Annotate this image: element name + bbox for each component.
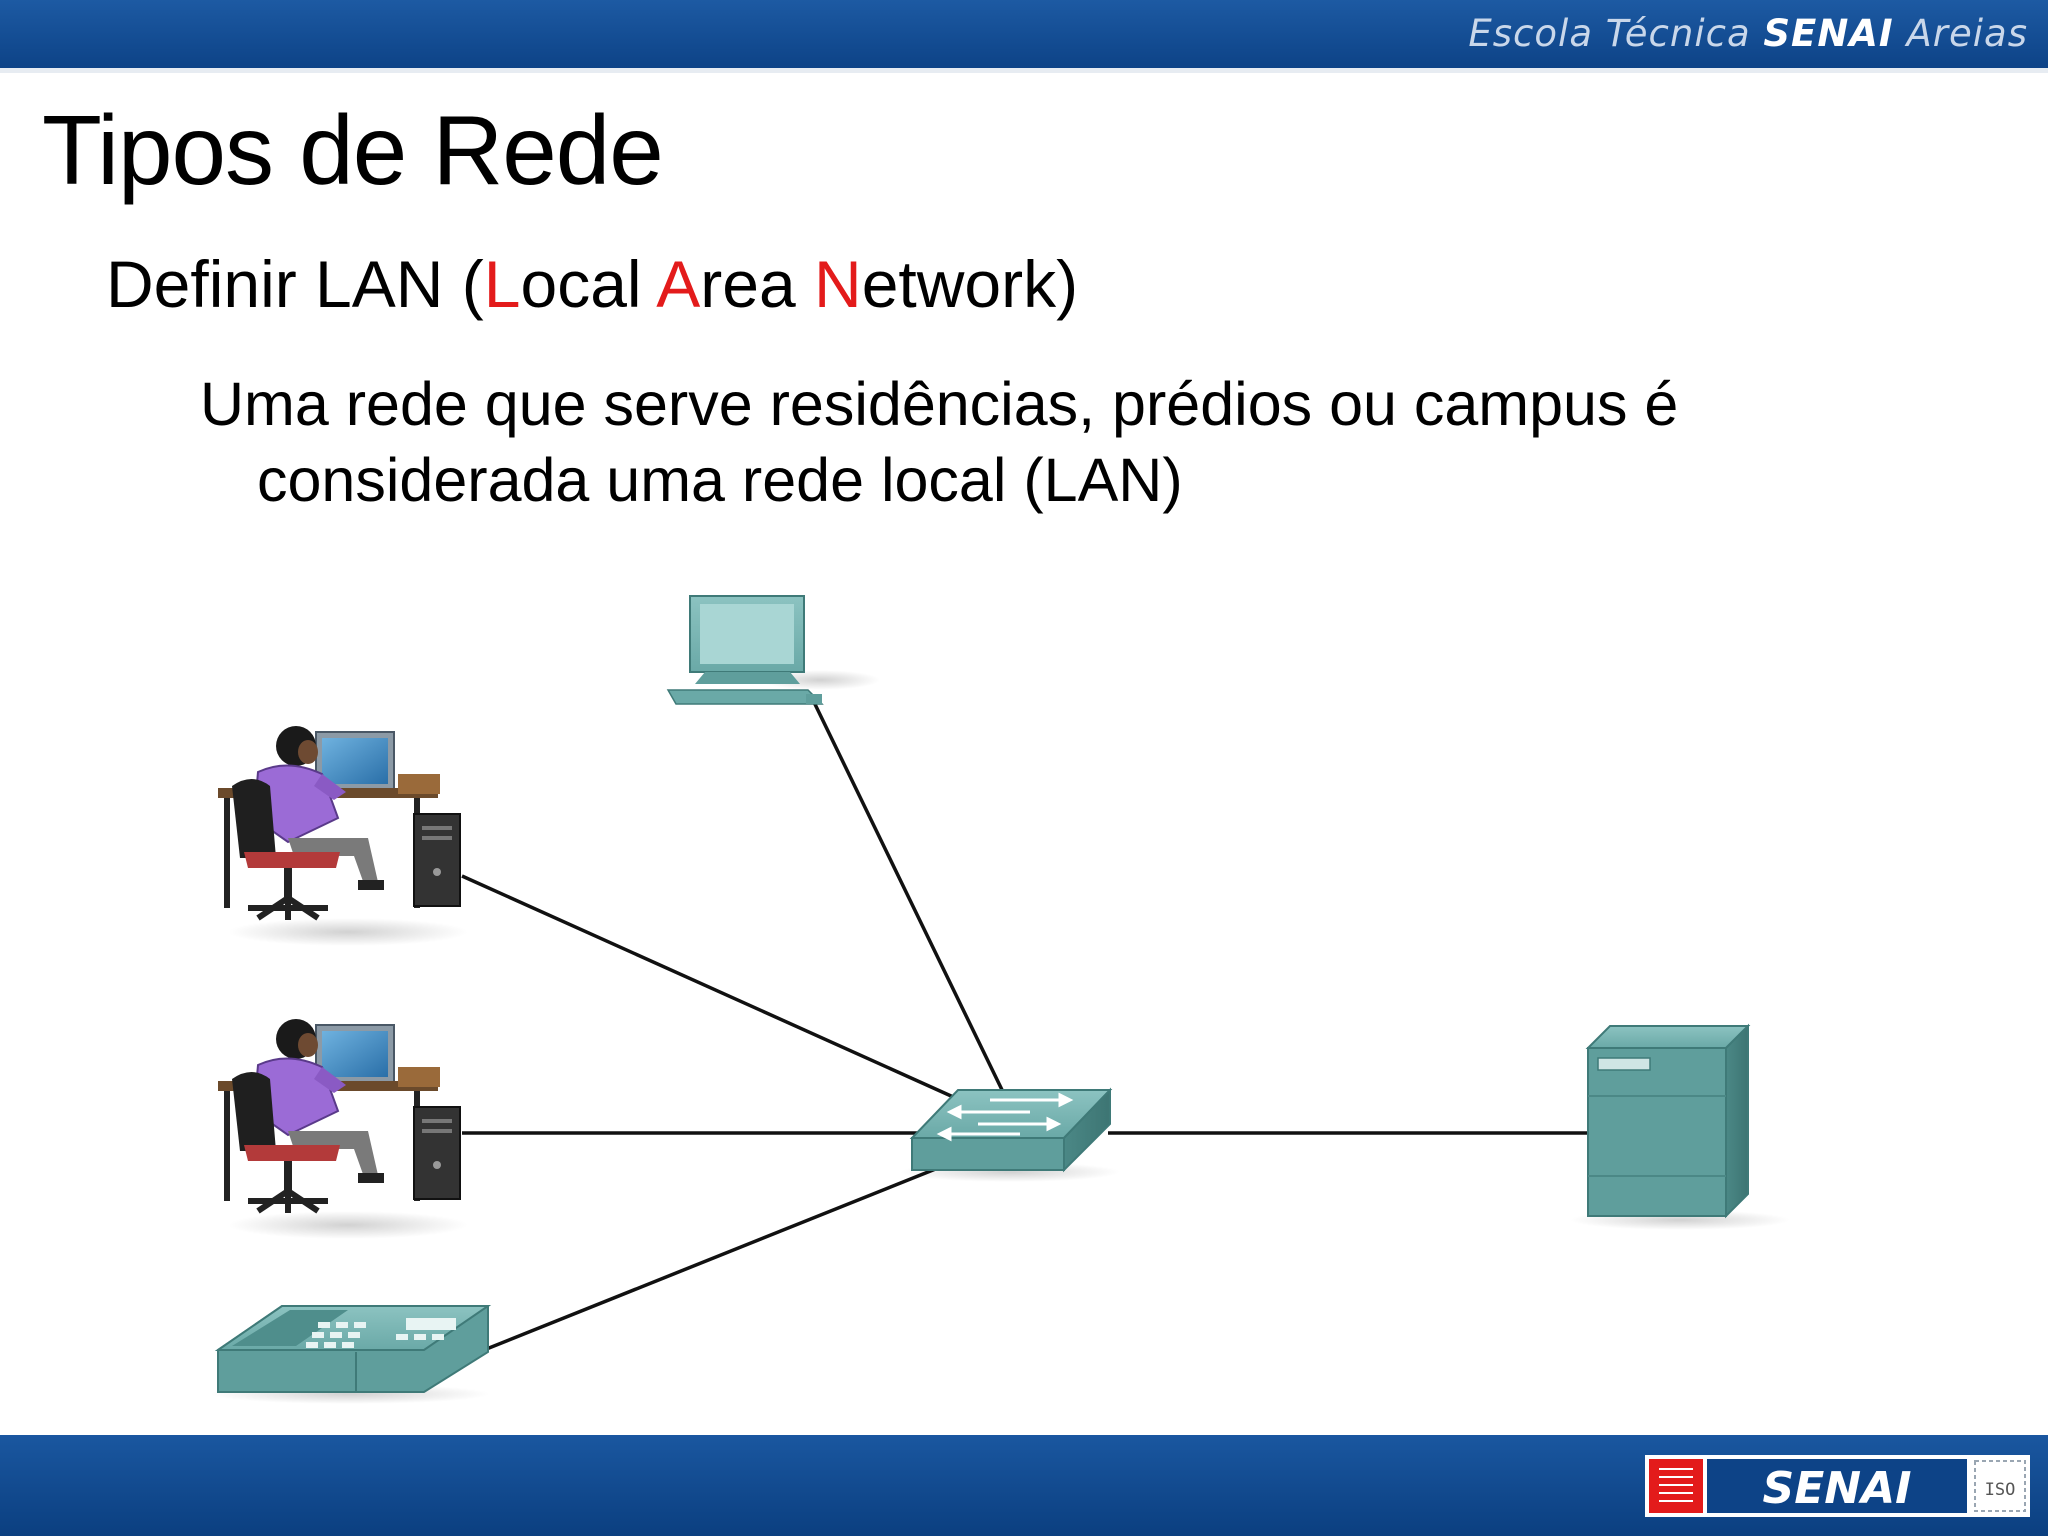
user-workstation-icon [218, 1019, 468, 1239]
slide-title: Tipos de Rede [42, 95, 664, 205]
computer-terminal-icon [666, 595, 880, 705]
user-workstation-icon [218, 726, 468, 946]
senai-logo: SENAI ISO [1645, 1455, 2030, 1517]
slide-body: Uma rede que serve residências, prédios … [200, 366, 1900, 518]
switch-icon [900, 1087, 1120, 1182]
ip-phone-icon [210, 1305, 492, 1404]
school-name: Escola Técnica SENAI Areias [1468, 12, 2028, 55]
body-line-2: considerada uma rede local (LAN) [257, 446, 1183, 514]
network-links [461, 697, 1588, 1356]
svg-text:SENAI: SENAI [1763, 1463, 1912, 1514]
link-terminal-switch [810, 697, 1006, 1095]
server-icon [1570, 1023, 1790, 1230]
svg-text:ISO: ISO [1985, 1480, 2016, 1500]
slide-subtitle: Definir LAN (Local Area Network) [106, 247, 1079, 321]
link-workstation1-switch [461, 874, 961, 1102]
link-phone-switch [473, 1166, 939, 1356]
lan-diagram [210, 595, 1790, 1404]
header-divider [0, 68, 2048, 73]
header-bar: Escola Técnica SENAI Areias [0, 0, 2048, 68]
body-line-1: Uma rede que serve residências, prédios … [200, 370, 1679, 438]
